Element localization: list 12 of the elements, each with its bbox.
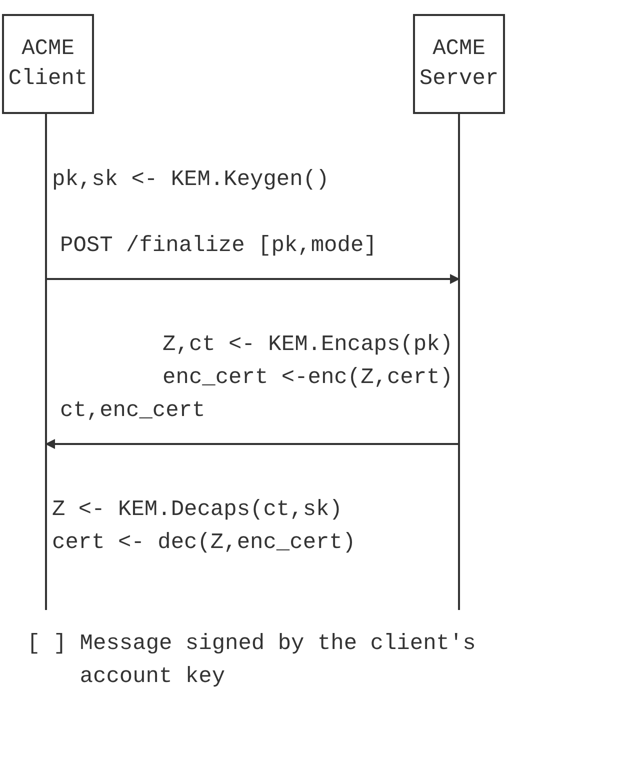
step-note: cert <- dec(Z,enc_cert) [52, 529, 356, 557]
edge-label: ct,enc_cert [60, 397, 206, 425]
participant-box: ACME Server [413, 14, 505, 114]
step-note: enc_cert <-enc(Z,cert) [162, 364, 453, 392]
legend-note: [ ] Message signed by the client's account key [27, 630, 477, 691]
step-note: Z <- KEM.Decaps(ct,sk) [52, 496, 342, 524]
participant-box: ACME Client [2, 14, 94, 114]
arrow [45, 439, 459, 449]
step-note: Z,ct <- KEM.Encaps(pk) [162, 331, 453, 359]
edge-label: POST /finalize [pk,mode] [60, 232, 377, 260]
arrow [46, 274, 460, 284]
step-note: pk,sk <- KEM.Keygen() [52, 166, 330, 194]
